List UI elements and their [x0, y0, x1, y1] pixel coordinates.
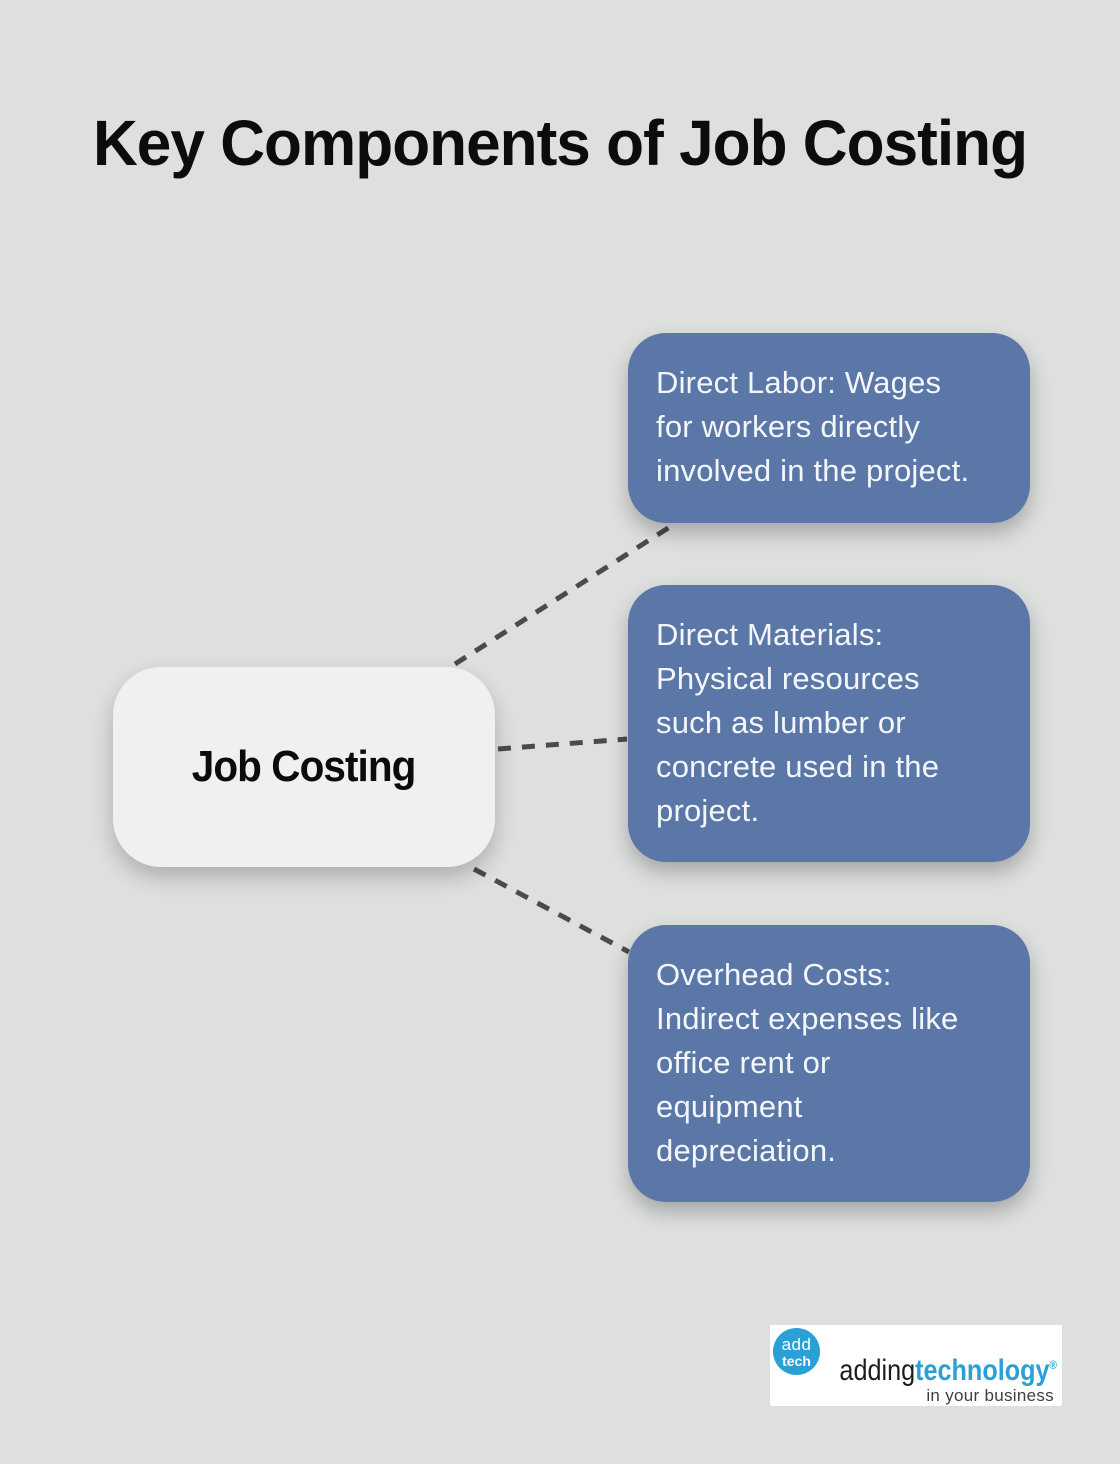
branch-overhead-costs-text: Overhead Costs: Indirect expenses like o…	[656, 957, 959, 1168]
logo-wordmark: addingtechnology®	[839, 1356, 1057, 1386]
connector-overhead-costs	[472, 866, 631, 955]
page-title: Key Components of Job Costing	[92, 107, 1028, 179]
registered-trademark-icon: ®	[1049, 1358, 1057, 1372]
center-node-job-costing: Job Costing	[113, 667, 495, 867]
branch-direct-labor-text: Direct Labor: Wages for workers directly…	[656, 365, 970, 488]
branch-direct-materials-text: Direct Materials: Physical resources suc…	[656, 617, 940, 828]
center-node-label: Job Costing	[192, 742, 417, 791]
branch-direct-labor: Direct Labor: Wages for workers directly…	[628, 333, 1030, 523]
wordmark-technology: technology	[915, 1354, 1050, 1387]
connector-direct-materials	[497, 736, 628, 752]
branch-overhead-costs: Overhead Costs: Indirect expenses like o…	[628, 925, 1030, 1202]
addtech-logo: add tech addingtechnology® in your busin…	[770, 1325, 1062, 1406]
logo-tagline: in your business	[926, 1386, 1054, 1405]
addtech-badge-icon: add tech	[773, 1328, 820, 1375]
branch-direct-materials: Direct Materials: Physical resources suc…	[628, 585, 1030, 862]
badge-add-text: add	[781, 1334, 812, 1354]
badge-tech-text: tech	[782, 1352, 811, 1369]
wordmark-adding: adding	[839, 1354, 916, 1387]
connector-direct-labor	[453, 520, 678, 667]
